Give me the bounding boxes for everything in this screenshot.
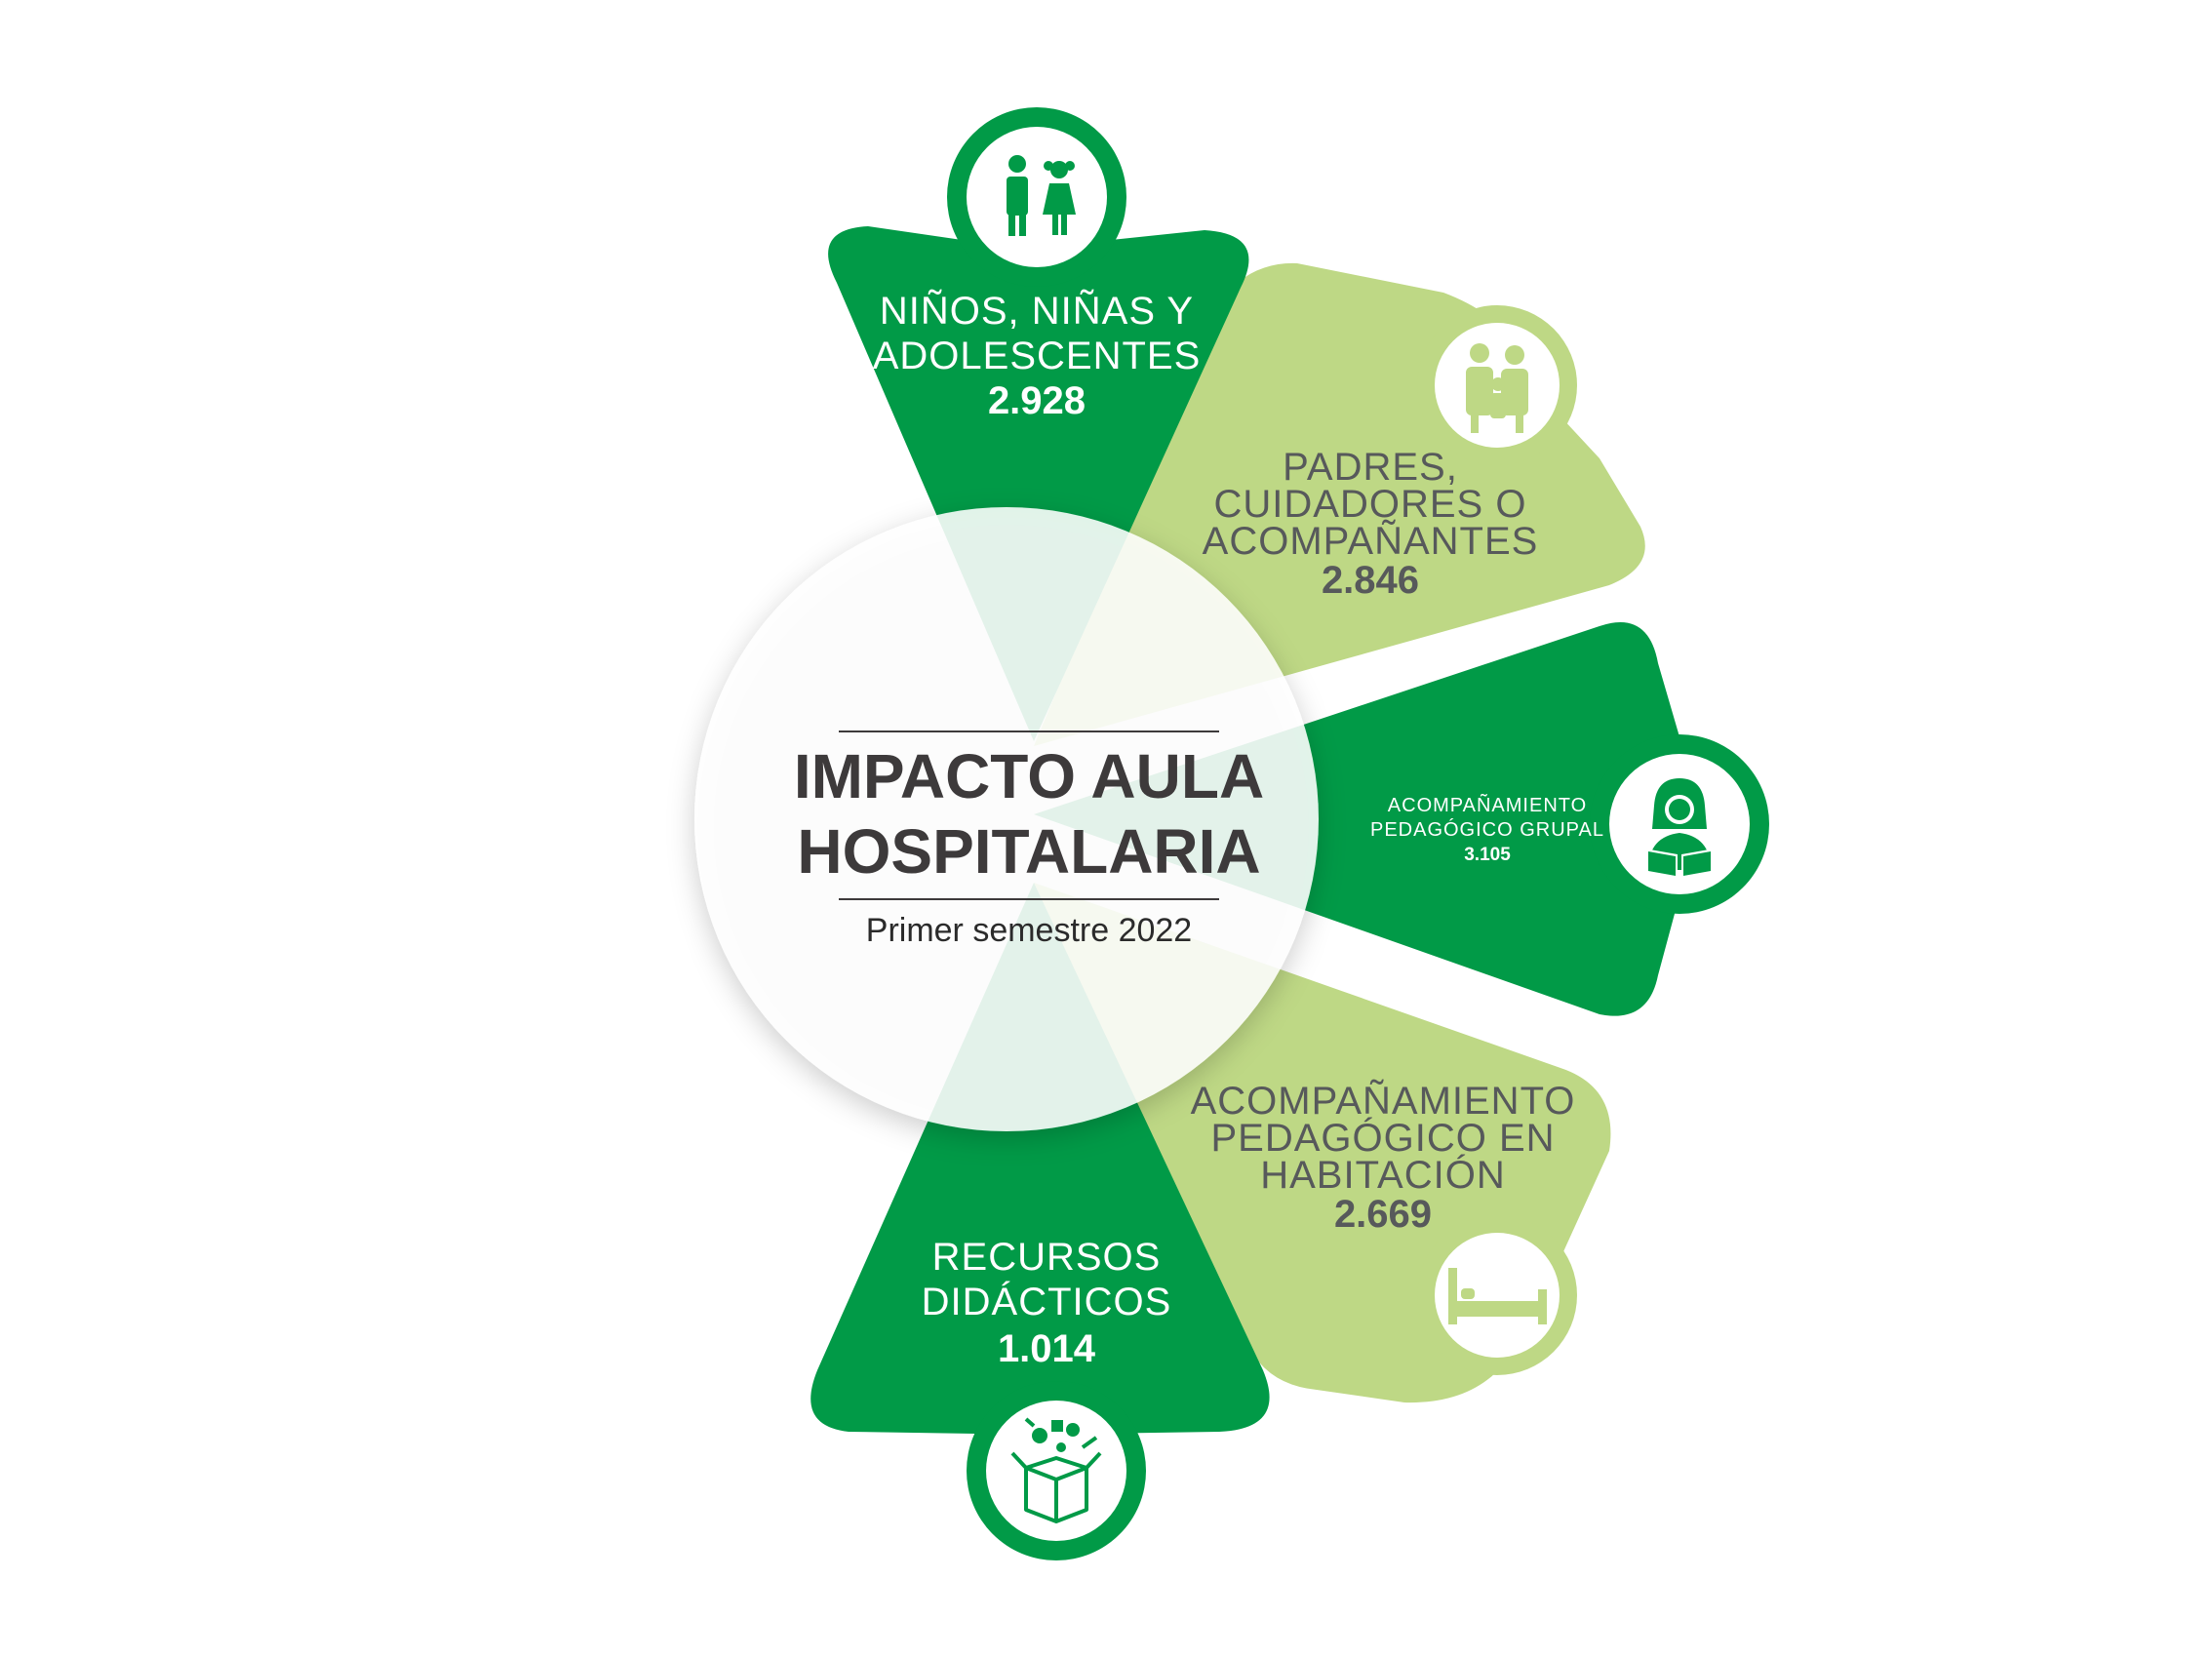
segment-ninos: NIÑOS, NIÑAS Y ADOLESCENTES 2.928	[828, 107, 1249, 741]
segment-habitacion-icon-disc	[1435, 1233, 1560, 1358]
center-title-line2: HOSPITALARIA	[797, 816, 1260, 887]
segment-padres-label-line2: CUIDADORES O	[1214, 483, 1527, 526]
segment-padres-label-line1: PADRES,	[1283, 446, 1458, 489]
segment-ninos-shape	[828, 226, 1249, 741]
segment-habitacion-value: 2.669	[1334, 1193, 1432, 1236]
segment-ninos-label-line2: ADOLESCENTES	[873, 335, 1202, 377]
segment-grupal: ACOMPAÑAMIENTO PEDAGÓGICO GRUPAL 3.105	[1034, 621, 1769, 1016]
segment-recursos-shape	[810, 883, 1270, 1443]
center-subtitle: Primer semestre 2022	[866, 912, 1192, 949]
segment-grupal-label-line2: PEDAGÓGICO GRUPAL	[1370, 818, 1604, 841]
segment-recursos-value: 1.014	[998, 1327, 1096, 1370]
segment-recursos-icon-disc	[986, 1401, 1126, 1541]
segment-recursos-label-line1: RECURSOS	[932, 1236, 1162, 1279]
bed-icon	[1448, 1268, 1547, 1324]
segment-recursos-label-line2: DIDÁCTICOS	[922, 1280, 1172, 1323]
segment-ninos-icon-disc	[967, 127, 1107, 267]
center-circle	[694, 507, 1319, 1131]
segment-habitacion-label-line1: ACOMPAÑAMIENTO	[1191, 1079, 1576, 1123]
segment-grupal-shape	[1034, 621, 1697, 1016]
segment-ninos-label-line1: NIÑOS, NIÑAS Y	[880, 289, 1194, 333]
segment-habitacion-label-line3: HABITACIÓN	[1260, 1153, 1506, 1197]
segment-ninos-value: 2.928	[988, 379, 1086, 422]
segment-habitacion-label-line2: PEDAGÓGICO EN	[1210, 1116, 1555, 1160]
center-title-line1: IMPACTO AULA	[794, 741, 1264, 811]
family-icon	[1466, 343, 1528, 433]
segment-padres-label-line3: ACOMPAÑANTES	[1203, 519, 1539, 563]
reading-person-icon	[1644, 778, 1715, 880]
segment-grupal-label-line1: ACOMPAÑAMIENTO	[1388, 793, 1587, 816]
segment-padres-value: 2.846	[1322, 559, 1419, 602]
center-hub: IMPACTO AULA HOSPITALARIA Primer semestr…	[694, 507, 1319, 1131]
toy-box-icon	[1010, 1417, 1102, 1523]
segment-recursos: RECURSOS DIDÁCTICOS 1.014	[810, 883, 1270, 1560]
segment-grupal-value: 3.105	[1464, 845, 1511, 865]
children-icon	[1007, 155, 1076, 236]
